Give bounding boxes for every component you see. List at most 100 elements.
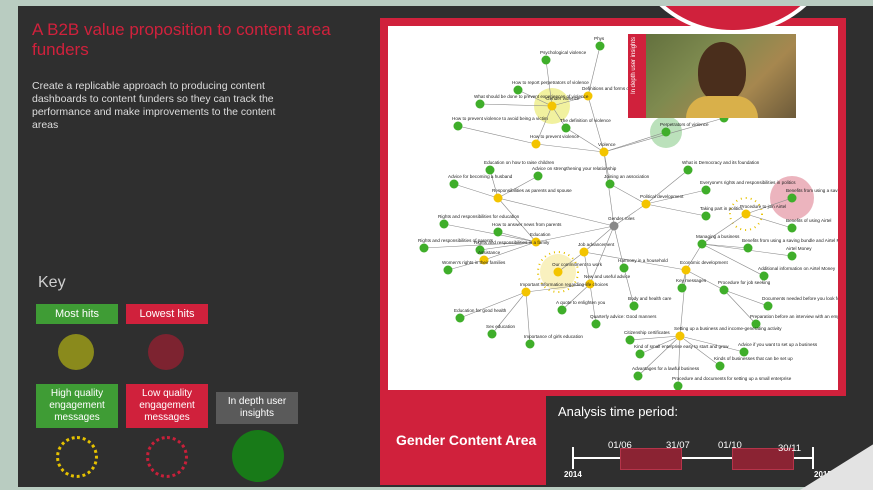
graph-node[interactable] [449, 179, 459, 189]
graph-node[interactable] [493, 193, 503, 203]
graph-node[interactable] [533, 171, 543, 181]
graph-node-label: Women's rights in their families [442, 260, 506, 265]
key-low-quality: Low quality engagement messages [126, 384, 208, 428]
graph-node-label: Citizenship certificates [624, 330, 670, 335]
timeline-range-1[interactable] [620, 448, 682, 470]
graph-node[interactable] [585, 279, 595, 289]
graph-node[interactable] [479, 255, 489, 265]
graph-node[interactable] [751, 319, 761, 329]
graph-node[interactable] [683, 165, 693, 175]
graph-node[interactable] [605, 179, 615, 189]
graph-node[interactable] [677, 283, 687, 293]
graph-edge [561, 283, 591, 311]
graph-node[interactable] [443, 265, 453, 275]
graph-node-label: Harmony in a household [618, 258, 668, 263]
graph-node[interactable] [681, 265, 691, 275]
graph-node-label: Education for good health [454, 308, 507, 313]
graph-node[interactable] [547, 101, 557, 111]
graph-edge [497, 197, 537, 243]
graph-node[interactable] [579, 247, 589, 257]
graph-node[interactable] [541, 55, 551, 65]
graph-node[interactable] [599, 147, 609, 157]
graph-edge [677, 335, 681, 387]
graph-node[interactable] [787, 223, 797, 233]
graph-edge [535, 143, 605, 153]
graph-node-label: Documents needed before you look for an … [762, 296, 838, 301]
graph-node[interactable] [675, 331, 685, 341]
graph-node[interactable] [787, 193, 797, 203]
graph-node[interactable] [701, 211, 711, 221]
graph-edge [525, 291, 531, 345]
content-area-title: Gender Content Area [396, 432, 537, 448]
graph-node[interactable] [741, 209, 751, 219]
graph-node-label: What is Democracy and its foundation [682, 160, 760, 165]
graph-node[interactable] [561, 123, 571, 133]
graph-node-label: Definitions and forms of violence [582, 86, 649, 91]
graph-node[interactable] [641, 199, 651, 209]
graph-edge [497, 197, 615, 227]
graph-edge [459, 291, 527, 319]
graph-node[interactable] [743, 243, 753, 253]
graph-node-label: Economic development [680, 260, 728, 265]
graph-node[interactable] [531, 139, 541, 149]
graph-node[interactable] [619, 263, 629, 273]
graph-edge [685, 269, 725, 291]
graph-node[interactable] [715, 361, 725, 371]
graph-node[interactable] [453, 121, 463, 131]
engagement-ring [729, 197, 763, 231]
graph-node-label: New and useful advice [584, 274, 631, 279]
graph-node[interactable] [521, 287, 531, 297]
graph-node[interactable] [439, 219, 449, 229]
graph-node[interactable] [455, 313, 465, 323]
graph-node-label: Benefits of using Airtel [786, 218, 831, 223]
graph-node-label: Education on how to raise children [484, 160, 555, 165]
page-curl [800, 440, 873, 490]
graph-node[interactable] [595, 41, 605, 51]
graph-node[interactable] [475, 99, 485, 109]
graph-node[interactable] [629, 301, 639, 311]
in-depth-circle [232, 430, 284, 482]
timeline-range-2[interactable] [732, 448, 794, 470]
graph-edge [645, 189, 707, 205]
graph-node[interactable] [419, 243, 429, 253]
graph-edge [483, 241, 537, 261]
graph-node-label: Procedure for job seeking [718, 280, 771, 285]
timeline-track[interactable] [572, 457, 814, 459]
graph-node[interactable] [633, 371, 643, 381]
graph-node[interactable] [625, 335, 635, 345]
graph-node-label: The definition of violence [560, 118, 611, 123]
graph-node-label: Job advancement [578, 242, 615, 247]
graph-edge [551, 95, 589, 107]
graph-node[interactable] [553, 267, 563, 277]
graph-node[interactable] [661, 127, 671, 137]
graph-node[interactable] [673, 381, 683, 391]
graph-node[interactable] [583, 91, 593, 101]
graph-node[interactable] [609, 221, 619, 231]
graph-node[interactable] [701, 185, 711, 195]
graph-edge [535, 225, 615, 243]
key-lowest-hits: Lowest hits [126, 304, 208, 324]
graph-node[interactable] [487, 329, 497, 339]
graph-node[interactable] [719, 285, 729, 295]
graph-node[interactable] [763, 301, 773, 311]
graph-node-label: Procedure and documents for setting up a… [672, 376, 792, 381]
graph-node[interactable] [557, 305, 567, 315]
timeline-start-tick [572, 447, 574, 469]
user-photo: In depth user insights [628, 34, 796, 118]
graph-node-label: How to prevent violence [530, 134, 579, 139]
graph-node[interactable] [739, 347, 749, 357]
graph-node[interactable] [759, 271, 769, 281]
graph-node[interactable] [525, 339, 535, 349]
graph-node[interactable] [787, 251, 797, 261]
graph-node[interactable] [513, 85, 523, 95]
graph-node[interactable] [475, 245, 485, 255]
graph-node[interactable] [697, 239, 707, 249]
graph-node[interactable] [635, 349, 645, 359]
graph-node[interactable] [591, 319, 601, 329]
graph-node[interactable] [531, 237, 541, 247]
graph-node[interactable] [485, 165, 495, 175]
graph-node-label: How to prevent violence to avoid being a… [452, 116, 548, 121]
graph-edge [545, 59, 553, 107]
graph-node[interactable] [493, 227, 503, 237]
